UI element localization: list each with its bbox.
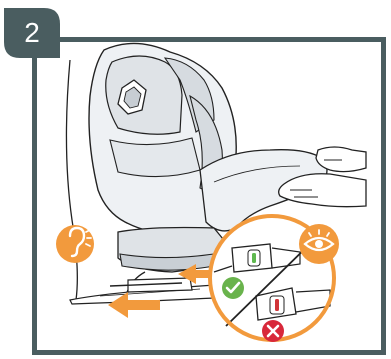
backrest-panel bbox=[110, 138, 200, 177]
green-indicator bbox=[252, 253, 256, 263]
listen-click-icon bbox=[56, 225, 94, 263]
step-badge-bg bbox=[4, 8, 60, 58]
check-icon bbox=[222, 277, 244, 299]
red-indicator bbox=[275, 299, 279, 311]
inspect-eye-icon bbox=[299, 224, 339, 264]
cross-icon bbox=[262, 320, 284, 342]
